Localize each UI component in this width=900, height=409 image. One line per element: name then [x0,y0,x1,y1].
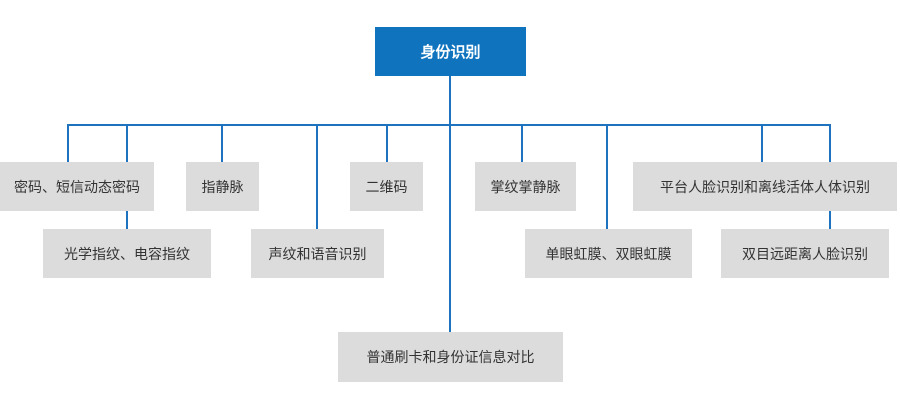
node-iris: 单眼虹膜、双眼虹膜 [525,229,692,278]
connector-platform-face [761,124,763,162]
node-qr-code: 二维码 [350,162,423,211]
connector-password-sms [67,124,69,162]
node-password-sms: 密码、短信动态密码 [0,162,154,211]
node-voiceprint-speech: 声纹和语音识别 [251,229,384,278]
connector-iris [606,124,608,229]
connector-fingerprint-lower [126,211,128,229]
node-palm-vein: 掌纹掌静脉 [475,162,576,211]
connector-finger-vein [221,124,223,162]
root-node-identity-recognition: 身份识别 [375,27,526,76]
connector-binocular-face [829,124,831,162]
node-finger-vein: 指静脉 [186,162,259,211]
node-binocular-face: 双目远距离人脸识别 [721,229,889,278]
connector-root-trunk [449,76,451,332]
node-optical-fingerprint: 光学指纹、电容指纹 [43,229,211,278]
connector-palm-vein [521,124,523,162]
connector-voiceprint [316,124,318,229]
connector-qr-code [386,124,388,162]
connector-binocular-face-lower [829,211,831,229]
node-platform-face: 平台人脸识别和离线活体人体识别 [633,162,897,211]
connector-fingerprint [126,124,128,162]
connector-horizontal-bus [68,124,830,126]
node-id-card-compare: 普通刷卡和身份证信息对比 [338,332,563,382]
